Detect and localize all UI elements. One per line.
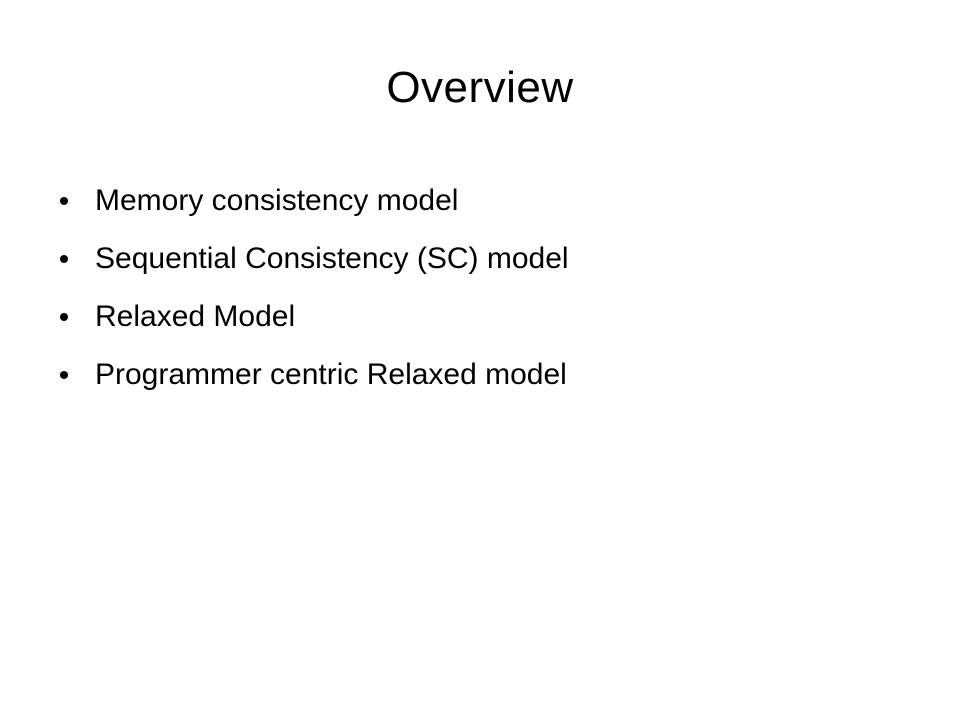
bullet-icon	[60, 197, 68, 205]
bullet-list: Memory consistency model Sequential Cons…	[60, 176, 900, 408]
bullet-item: Programmer centric Relaxed model	[60, 350, 900, 408]
bullet-text: Sequential Consistency (SC) model	[95, 242, 569, 275]
bullet-icon	[60, 255, 68, 263]
bullet-item: Memory consistency model	[60, 176, 900, 234]
bullet-text: Memory consistency model	[95, 184, 459, 217]
bullet-icon	[60, 313, 68, 321]
bullet-item: Relaxed Model	[60, 292, 900, 350]
bullet-text: Relaxed Model	[95, 300, 296, 333]
bullet-item: Sequential Consistency (SC) model	[60, 234, 900, 292]
bullet-text: Programmer centric Relaxed model	[95, 358, 567, 391]
slide-title: Overview	[386, 63, 574, 112]
bullet-icon	[60, 371, 68, 379]
